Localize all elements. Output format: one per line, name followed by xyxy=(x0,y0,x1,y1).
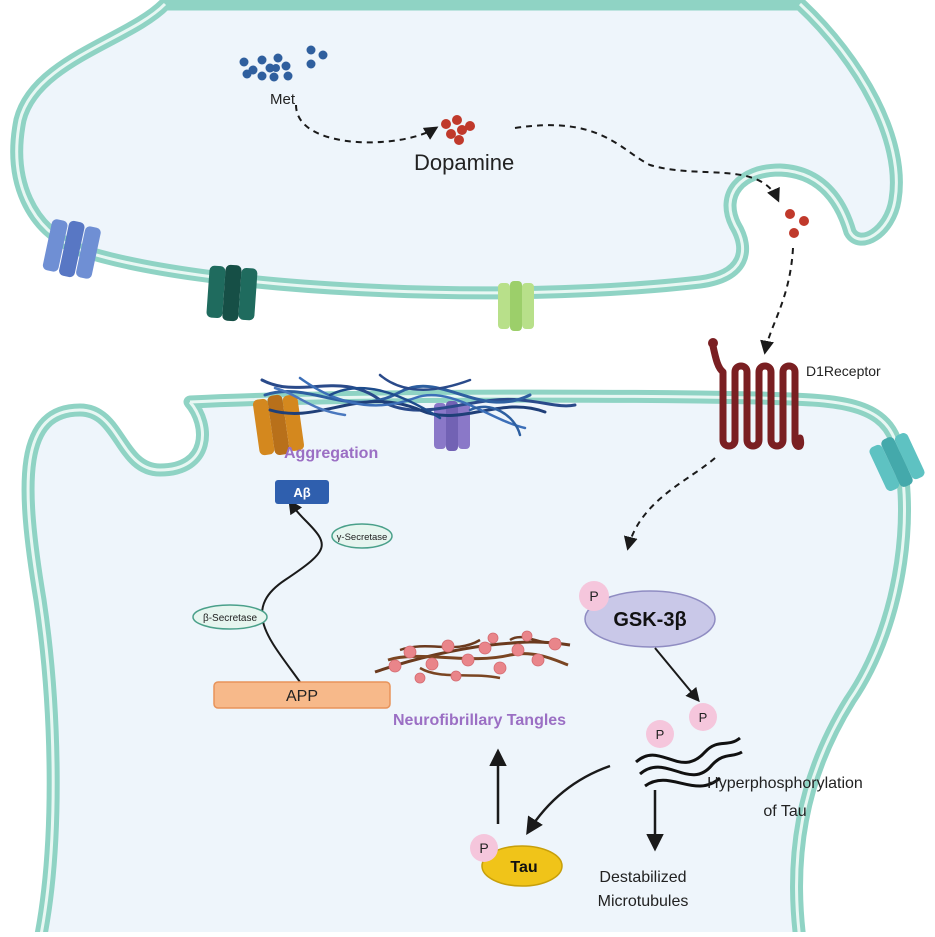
tau-strand-icon xyxy=(634,703,743,788)
app-label: APP xyxy=(286,688,318,705)
destabilized-label-line1: Destabilized xyxy=(599,869,686,886)
aggregation-label: Aggregation xyxy=(284,445,378,462)
arrow-dopamine-to-cleft xyxy=(514,124,780,203)
gsk3b-node xyxy=(579,581,716,648)
beta-secretase-node xyxy=(192,604,268,630)
met-label: Met xyxy=(270,91,296,108)
dashed-arrows xyxy=(295,104,794,551)
arrow-gsk-to-tau xyxy=(654,647,700,703)
neurofibrillary-tangles-label: Neurofibrillary Tangles xyxy=(393,712,566,729)
presynaptic-terminal xyxy=(10,0,903,300)
beta-secretase-label: β-Secretase xyxy=(203,613,258,624)
tau-phospho-label-1: P xyxy=(656,727,665,742)
tau-label: Tau xyxy=(510,859,537,876)
tau-phospho-label-2: P xyxy=(699,710,708,725)
ion-channel-icon xyxy=(869,433,925,491)
gsk-phospho-label: P xyxy=(589,588,598,604)
arrow-tau-strand-to-tau xyxy=(526,764,611,835)
destabilized-label-line2: Microtubules xyxy=(598,893,689,910)
arrow-cleft-to-receptor xyxy=(760,247,794,355)
hyperphosphorylation-label-line1: Hyperphosphorylation xyxy=(707,775,863,792)
solid-arrows xyxy=(489,748,664,852)
dopamine-particles xyxy=(785,209,809,238)
tau-free-phospho-label: P xyxy=(479,840,488,856)
ion-channel-icon xyxy=(206,264,258,322)
abeta-node xyxy=(275,480,329,504)
gamma-secretase-label: γ-Secretase xyxy=(337,532,388,543)
dopamine-particles xyxy=(441,115,475,145)
tau-node xyxy=(470,834,563,887)
app-node xyxy=(213,681,391,709)
met-particles xyxy=(239,45,328,82)
arrow-met-to-dopamine xyxy=(295,104,439,144)
hyperphosphorylation-label-line2: of Tau xyxy=(763,803,806,820)
d1-receptor-icon xyxy=(708,338,805,450)
abeta-label: Aβ xyxy=(293,485,310,500)
arrow-receptor-to-gsk xyxy=(623,457,716,551)
ion-channel-icon xyxy=(498,281,534,331)
gsk3b-label: GSK-3β xyxy=(613,609,686,631)
presynaptic-membrane xyxy=(10,0,903,300)
gamma-secretase-node xyxy=(331,523,393,549)
ion-channel-icon xyxy=(42,219,101,279)
aggregation-fibrils-icon xyxy=(260,373,577,437)
neurofibrillary-tangle-icon xyxy=(374,630,571,684)
dopamine-label: Dopamine xyxy=(414,150,514,175)
d1-receptor-label: D1Receptor xyxy=(806,363,881,379)
secretase-cleavage-arrow xyxy=(261,499,323,683)
